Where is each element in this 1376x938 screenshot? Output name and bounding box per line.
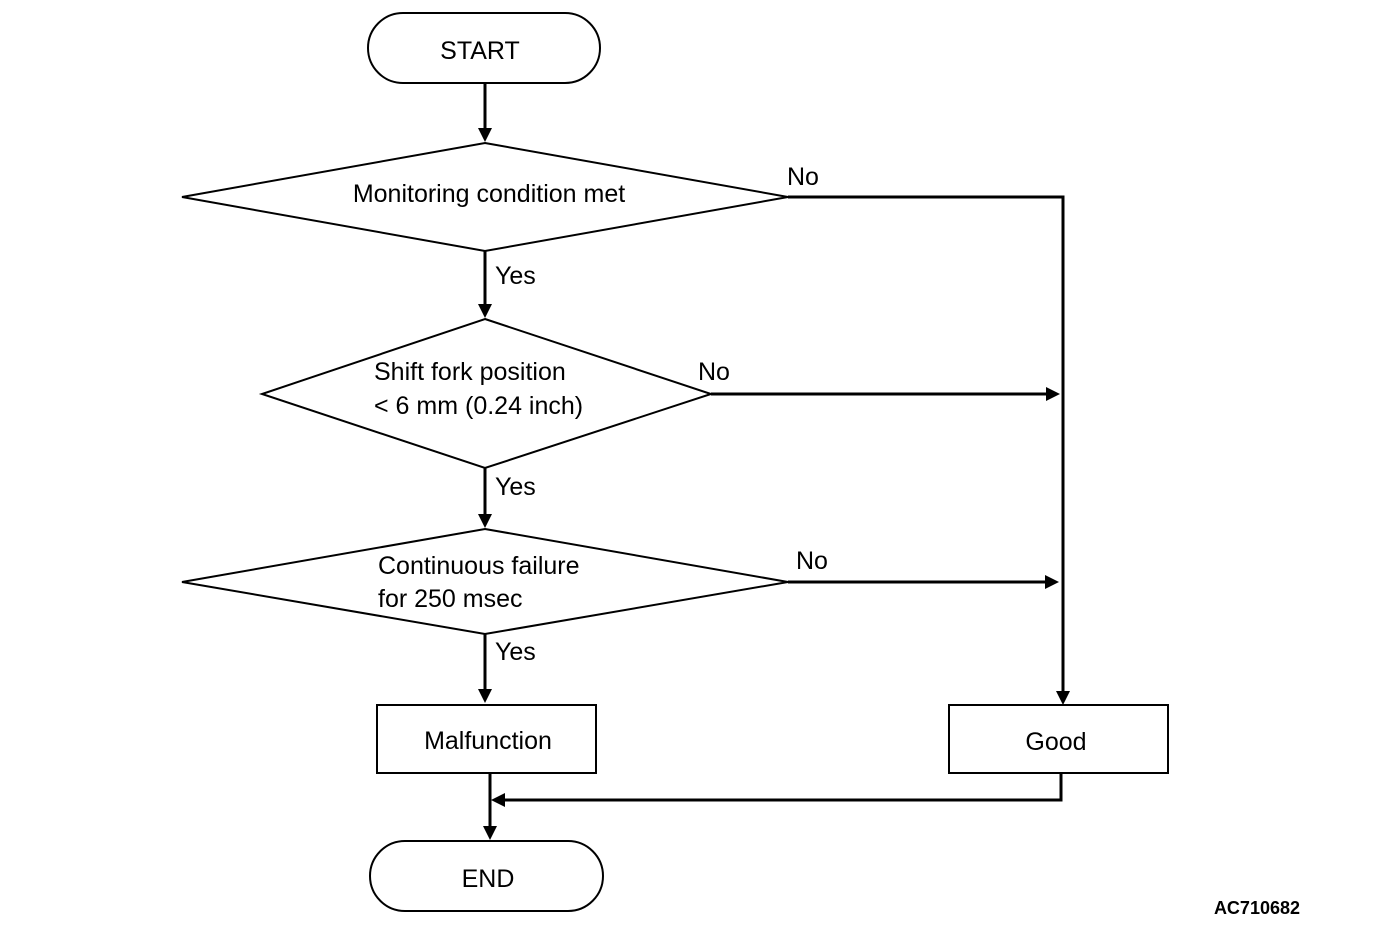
cond1-yes-label: Yes (495, 262, 536, 290)
edge-cond1-no (788, 195, 1065, 691)
start-terminator (367, 12, 601, 84)
arrowhead (478, 689, 492, 703)
malfunction-box (376, 704, 597, 774)
cond1-no-label: No (787, 163, 819, 191)
malfunction-label: Malfunction (424, 727, 552, 755)
good-label: Good (1025, 728, 1086, 756)
end-terminator (369, 840, 604, 912)
arrowhead (478, 304, 492, 318)
end-label: END (462, 865, 515, 893)
cond3-no-label: No (796, 547, 828, 575)
decision-continuous-failure (181, 527, 789, 636)
cond2-no-label: No (698, 358, 730, 386)
decision-continuous-failure-label-line2: for 250 msec (378, 585, 523, 613)
arrowhead (1045, 575, 1059, 589)
arrowhead (483, 826, 497, 840)
cond3-yes-label: Yes (495, 638, 536, 666)
decision-continuous-failure-label-line1: Continuous failure (378, 552, 580, 580)
arrowhead (491, 793, 505, 807)
decision-shift-fork-position-label-line1: Shift fork position (374, 358, 566, 386)
decision-monitoring-condition-label: Monitoring condition met (353, 180, 625, 208)
arrowhead (1056, 691, 1070, 705)
decision-shift-fork-position-label-line2: < 6 mm (0.24 inch) (374, 392, 583, 420)
start-label: START (440, 37, 520, 65)
good-box (948, 704, 1169, 774)
arrowhead (478, 514, 492, 528)
arrowhead (1046, 387, 1060, 401)
figure-code: AC710682 (1214, 898, 1300, 918)
arrowhead (478, 128, 492, 142)
cond2-yes-label: Yes (495, 473, 536, 501)
edge-good-to-end (505, 773, 1063, 802)
